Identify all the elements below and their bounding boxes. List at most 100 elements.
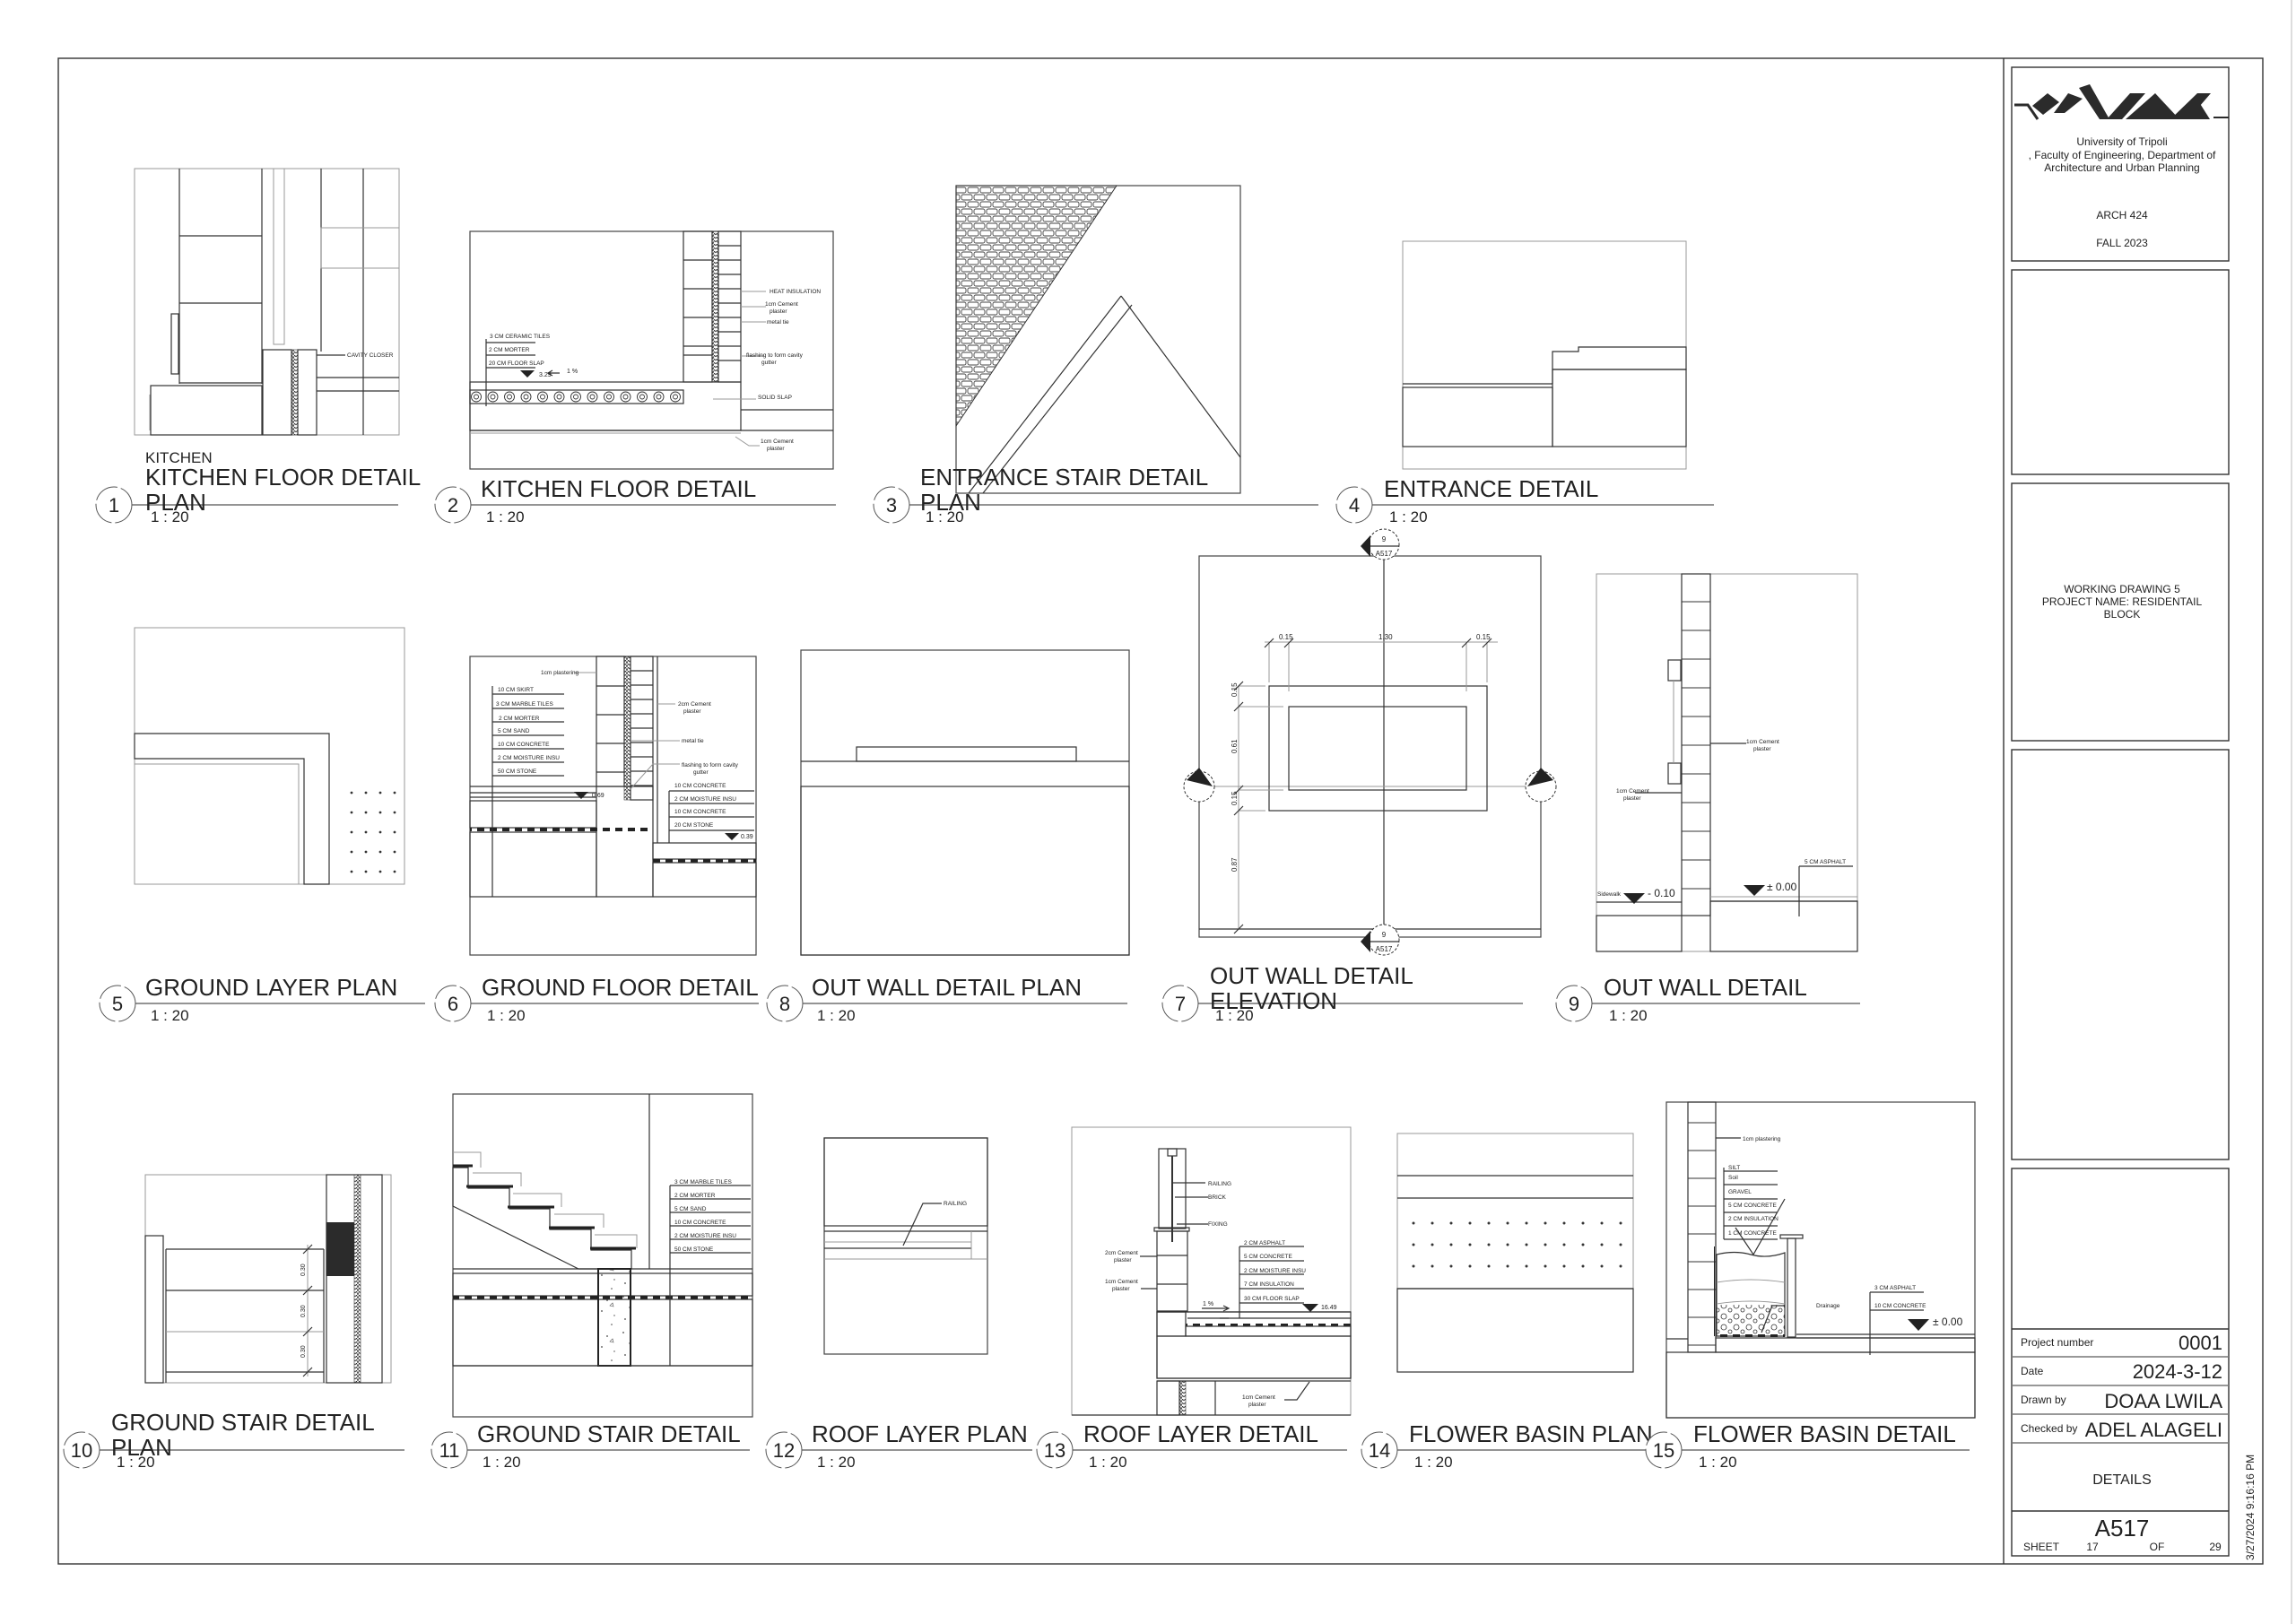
detail-number: 3 (886, 494, 897, 517)
annotation-detail-10: 0.30 (300, 1264, 307, 1276)
room-label: KITCHEN (145, 449, 213, 466)
annotation-detail-2: 3.29 (539, 372, 552, 378)
dot (1581, 1264, 1585, 1268)
annotation-detail-2: 1cm Cement (765, 301, 798, 308)
detail-title-text: GROUND STAIR DETAIL (477, 1420, 741, 1447)
annotation-detail-2: gutter (761, 360, 777, 366)
dot (1581, 1243, 1585, 1246)
sheet-frame (57, 0, 2292, 1624)
annotation-detail-13: 5 CM CONCRETE (1244, 1254, 1292, 1260)
detail-scale: 1 : 20 (483, 1454, 521, 1471)
annotation-detail-6: 10 CM CONCRETE (674, 783, 726, 789)
annotation-detail-2: HEAT INSULATION (770, 289, 821, 295)
dot (393, 830, 396, 834)
detail-10-drawing (144, 1174, 392, 1384)
annotation-detail-13: plaster (1114, 1257, 1132, 1264)
dot (1431, 1264, 1434, 1268)
annotation-detail-11: 10 CM CONCRETE (674, 1220, 726, 1226)
annotation-detail-11: 2 CM MORTER (674, 1193, 716, 1199)
annotation-detail-9: 5 CM ASPHALT (1805, 859, 1846, 865)
pipe-circle (589, 394, 596, 400)
pipe-circle (490, 394, 496, 400)
annotation-detail-6: metal tie (682, 738, 704, 744)
annotation-detail-9: - 0.10 (1648, 887, 1675, 899)
annotation-detail-15: Soil (1728, 1175, 1738, 1181)
project-line-2: PROJECT NAME: RESIDENTAIL (2042, 595, 2203, 608)
brick-joints (1688, 1122, 1716, 1346)
detail-number: 1 (109, 494, 119, 517)
pipe-circle (553, 391, 565, 403)
detail-number: 5 (112, 993, 123, 1015)
detail-3-drawing (955, 185, 1241, 494)
detail-title-text: PLAN (920, 489, 981, 516)
dot (1506, 1243, 1509, 1246)
detail-title-text: ENTRANCE STAIR DETAIL (920, 464, 1208, 491)
pipe-circle (622, 394, 629, 400)
annotation-detail-11: 3 CM MARBLE TILES (674, 1179, 732, 1185)
pipe-circle (573, 394, 578, 400)
detail-scale: 1 : 20 (1609, 1007, 1648, 1024)
title-block-rows (2012, 1328, 2229, 1512)
detail-7-drawing (1183, 528, 1557, 956)
annotation-detail-9: Sidewalk (1597, 891, 1622, 898)
annotation-detail-2: 20 CM FLOOR SLAP (489, 360, 544, 367)
detail-number-circle (430, 1431, 468, 1469)
detail-number: 11 (439, 1439, 460, 1462)
detail-number-circle (1555, 985, 1593, 1022)
dot (1412, 1243, 1415, 1246)
pipe-circle (604, 391, 614, 403)
annotation-detail-15: SILT (1728, 1165, 1740, 1171)
date-label: Date (2021, 1365, 2044, 1377)
annotation-detail-6: 20 CM STONE (674, 822, 714, 829)
annotation-detail-9: ± 0.00 (1767, 881, 1797, 893)
dot (1431, 1243, 1434, 1246)
detail-title-text: GROUND STAIR DETAIL (111, 1409, 375, 1436)
detail-6-drawing (469, 656, 757, 956)
section-marker-right (1525, 768, 1557, 803)
pipe-circle (637, 391, 648, 403)
detail-title-text: OUT WALL DETAIL (1210, 962, 1413, 989)
dot (378, 830, 382, 834)
sheet-index: 17 (2086, 1541, 2099, 1553)
dot (1544, 1221, 1547, 1225)
annotation-detail-15: 2 CM INSULATION (1728, 1216, 1779, 1222)
annotation-detail-2: 1cm Cement (761, 439, 794, 445)
annotation-detail-13: 7 CM INSULATION (1244, 1281, 1294, 1288)
detail-number: 13 (1044, 1439, 1065, 1462)
dot (1487, 1264, 1491, 1268)
detail-scale: 1 : 20 (117, 1454, 155, 1471)
dot (1412, 1264, 1415, 1268)
project-line-3: BLOCK (2104, 608, 2141, 621)
annotation-detail-11: 5 CM SAND (674, 1206, 707, 1212)
dot (1619, 1264, 1622, 1268)
dot (1525, 1243, 1528, 1246)
dot (1581, 1221, 1585, 1225)
annotation-detail-6: 5 CM SAND (498, 728, 530, 734)
annotation-detail-15: ± 0.00 (1933, 1316, 1963, 1328)
pipe-circle (556, 394, 562, 400)
annotation-detail-2: SOLID SLAP (758, 395, 792, 401)
annotation-detail-7: 0.15 (1231, 791, 1239, 805)
dot (364, 870, 368, 873)
pipe-circle (653, 391, 665, 403)
dot (1431, 1221, 1434, 1225)
detail-title-text: KITCHEN FLOOR DETAIL (481, 475, 756, 502)
detail-title-text: ENTRANCE DETAIL (1384, 475, 1598, 502)
detail-scale: 1 : 20 (1089, 1454, 1127, 1471)
dot (1619, 1243, 1622, 1246)
department-name: Architecture and Urban Planning (2044, 161, 2199, 174)
dot (1487, 1221, 1491, 1225)
section-marker-left (1183, 768, 1215, 803)
brick-joints (1682, 601, 1710, 890)
dot (364, 850, 368, 854)
detail-number: 8 (779, 993, 790, 1015)
annotation-detail-2: metal tie (767, 319, 789, 326)
detail-number: 12 (773, 1439, 795, 1462)
detail-2-drawing (469, 230, 834, 470)
detail-14-drawing (1396, 1133, 1634, 1373)
detail-number-circle (434, 486, 472, 524)
